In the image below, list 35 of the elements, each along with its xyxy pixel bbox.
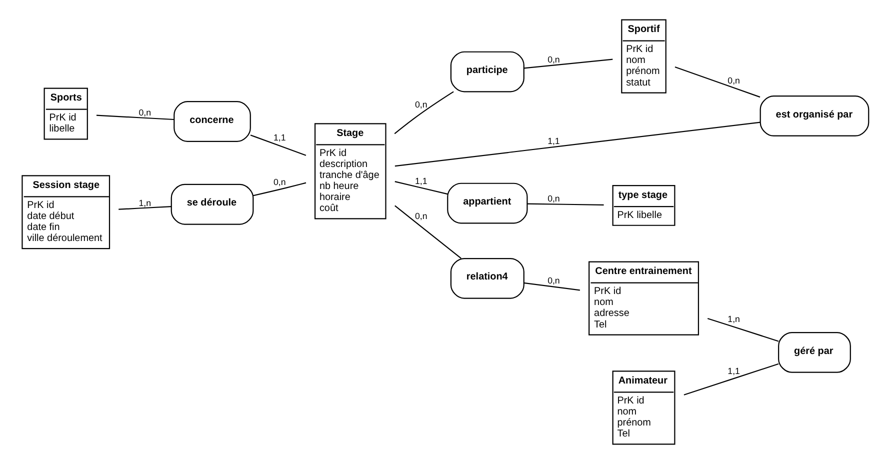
connector <box>118 205 172 210</box>
connector <box>394 90 454 134</box>
edge-label: 0,n <box>138 106 151 117</box>
edge-label: 0,n <box>728 74 740 85</box>
connector <box>707 317 779 342</box>
edge-label: 0,n <box>414 99 428 110</box>
connector <box>524 58 613 68</box>
connector <box>96 114 174 120</box>
edge-label: 1,n <box>728 313 740 324</box>
edge-label: 0,n <box>548 193 560 203</box>
connector <box>524 282 580 290</box>
connector <box>394 204 462 258</box>
connector <box>250 134 306 156</box>
edge-label: 0,n <box>548 54 560 64</box>
connector <box>253 182 306 196</box>
edge-label: 1,1 <box>414 175 428 186</box>
node-box: concerne <box>174 100 251 142</box>
edge-label: 0,n <box>274 176 286 186</box>
connector <box>394 180 448 194</box>
connector <box>527 202 604 205</box>
node-box: relation4 <box>450 257 524 298</box>
edge-label: 1,1 <box>728 365 740 376</box>
edge-label: 1,1 <box>274 132 286 142</box>
node-box: se déroule <box>170 183 254 224</box>
edge-label: 1,n <box>138 197 151 208</box>
connector <box>674 66 760 98</box>
node-box: participe <box>450 50 524 92</box>
connector <box>684 362 779 395</box>
node-box: appartient <box>447 182 528 224</box>
node-box: géré par <box>778 332 851 372</box>
node-box: est organisé par <box>760 95 870 136</box>
edge-label: 0,n <box>414 210 428 221</box>
connector <box>394 121 760 166</box>
edge-label: 0,n <box>548 274 560 285</box>
edge-label: 1,1 <box>548 136 560 146</box>
